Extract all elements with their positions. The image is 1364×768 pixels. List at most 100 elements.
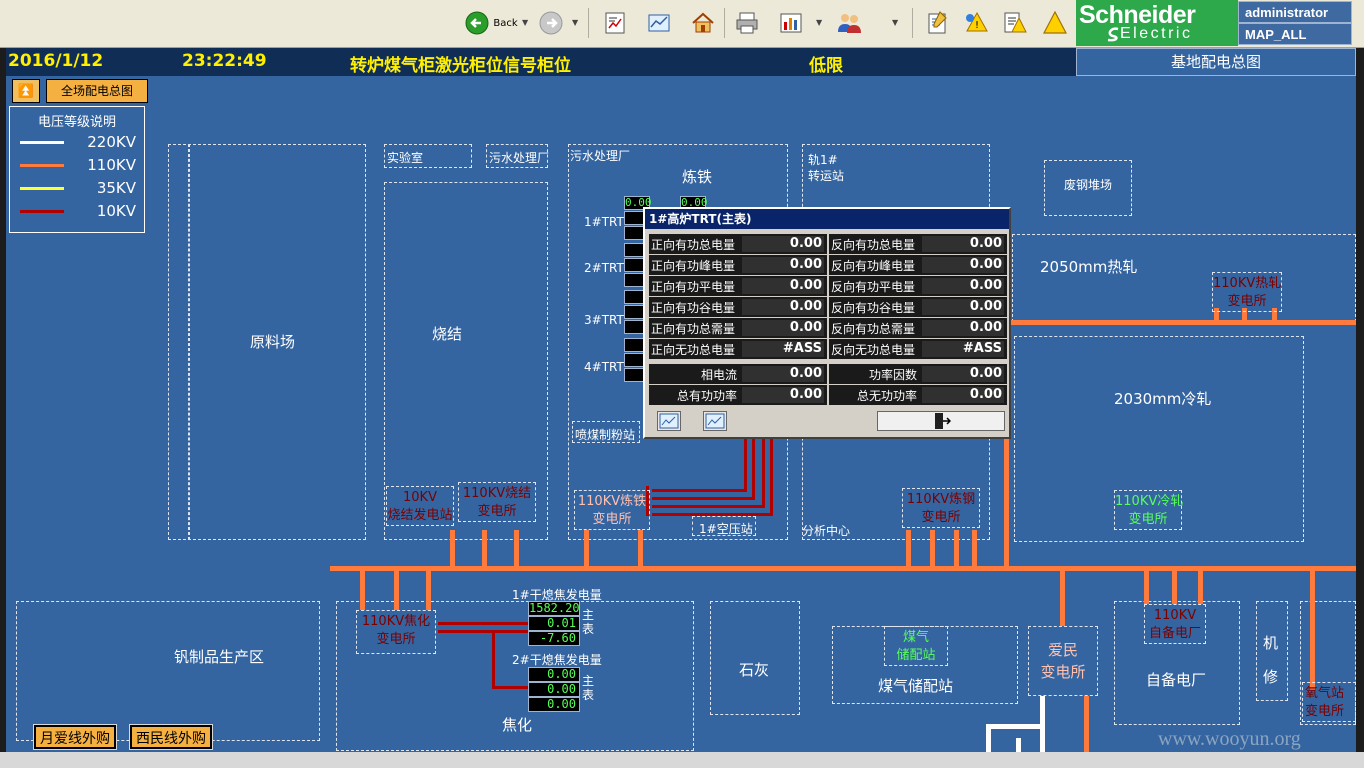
alarm-config-button[interactable]: ! [962,8,992,38]
alarm-list-button[interactable] [1000,8,1030,38]
printer-icon [736,12,758,34]
zone-oxygen[interactable] [1300,601,1356,725]
coke-dry-2-value: 0.00 [528,682,580,697]
close-popup-button[interactable] [877,411,1005,431]
feeder-10kv [646,486,649,516]
feeder-line [1272,308,1277,324]
feeder-line [1144,570,1149,604]
substation-sinter-110kv[interactable]: 110KV烧结 变电所 [458,482,536,522]
reading-cell: 反向无功总电量#ASS [829,339,1007,359]
zone-scrap-yard[interactable] [1044,160,1132,216]
popup-button-bar [645,405,1009,437]
navigate-up-button[interactable]: ⏫ [12,79,40,103]
ximin-line-button[interactable]: 西民线外购 [129,724,213,750]
zone-vanadium[interactable] [16,601,320,741]
history-view-button[interactable] [703,411,727,431]
bar-report-button[interactable] [776,8,806,38]
zone-label-hot-roll: 2050mm热轧 [1040,258,1138,276]
home-button[interactable] [688,8,718,38]
zone-lab[interactable] [384,144,472,168]
schneider-logo: Schneider Electric [1076,0,1238,46]
substation-sinter-gen[interactable]: 10KV 烧结发电站 [386,486,454,526]
substation-cold-110kv[interactable]: 110KV冷轧 变电所 [1114,490,1183,530]
back-button[interactable]: Back [460,8,522,38]
zone-hot-roll[interactable] [1012,234,1356,322]
notes-button[interactable] [922,8,952,38]
back-arrow-icon [465,11,489,35]
substation-power-110kv[interactable]: 110KV 自备电厂 [1144,604,1206,644]
reading-value: 0.00 [922,257,1004,273]
trend-button[interactable] [644,8,674,38]
trt-label: 2#TRT [584,261,624,275]
horizontal-scrollbar[interactable] [0,752,1364,768]
all-plant-button[interactable]: 全场配电总图 [46,79,148,103]
zone-label-sewage-2: 污水处理厂 [570,149,631,163]
zone-power-plant[interactable] [1114,601,1240,725]
forward-dropdown-icon[interactable]: ▼ [572,18,579,27]
page-title: 基地配电总图 [1076,48,1356,76]
feeder-10kv [438,622,530,625]
alarm-date: 2016/1/12 [8,51,104,71]
reading-value: 0.00 [742,387,824,403]
feeder-line [584,530,589,570]
coke-dry-1-value: 1582.20 [528,601,580,616]
logo-text-1: Schneider [1079,1,1196,29]
print-button[interactable] [732,8,762,38]
zone-air-compress[interactable] [692,516,756,536]
zone-coal-inject[interactable] [572,421,640,443]
feeder-10kv [652,505,765,508]
alarm-button[interactable] [1040,8,1070,38]
zone-label-mill-transfer: 轨1# 转运站 [808,153,845,183]
users-button[interactable] [834,8,864,38]
substation-oxygen[interactable]: 氧气站 变电所 [1302,682,1356,722]
zone-lime[interactable] [710,601,800,715]
trt-label: 3#TRT [584,313,624,327]
feeder-220kv [986,724,1044,729]
legend-label: 220KV [87,133,136,151]
substation-steel-110kv[interactable]: 110KV炼钢 变电所 [902,488,980,528]
zone-label-iron: 炼铁 [682,168,713,186]
zone-raw-material[interactable] [168,144,366,540]
feeder-line [482,530,487,570]
zone-sewage-1[interactable] [486,144,548,168]
zone-sinter[interactable] [384,182,548,540]
forward-button[interactable] [536,8,566,38]
home-icon [692,12,714,33]
reading-label: 正向有功平电量 [651,280,736,294]
users-dropdown-icon[interactable]: ▼ [892,18,899,27]
substation-hot-110kv[interactable]: 110KV热轧 变电所 [1212,272,1282,312]
feeder-220kv [1016,738,1021,752]
zone-label-analysis: 分析中心 [802,524,851,538]
zone-label-sinter: 烧结 [432,325,463,343]
reading-label: 正向无功总电量 [651,343,736,357]
substation-coking-110kv[interactable]: 110KV焦化 变电所 [356,610,436,654]
reading-label: 相电流 [700,368,737,382]
feeder-line [1084,696,1089,752]
zone-label-coal-inject: 喷煤制粉站 [575,428,636,442]
trend-view-button[interactable] [657,411,681,431]
reading-value: #ASS [742,341,824,357]
zone-coking[interactable] [336,601,694,751]
substation-aimin[interactable]: 爱民 变电所 [1028,626,1098,696]
alarm-time: 23:22:49 [182,51,267,71]
back-dropdown-icon[interactable]: ▼ [522,18,529,27]
substation-gas-storage[interactable]: 煤气 储配站 [884,626,948,666]
feeder-line [1242,308,1247,324]
reading-value: 0.00 [922,320,1004,336]
toolbar-separator [588,8,589,38]
bar-report-dropdown-icon[interactable]: ▼ [816,18,823,27]
zone-cold-roll[interactable] [1014,336,1304,542]
feeder-line [1214,308,1219,324]
zone-repair[interactable] [1256,601,1288,701]
reading-label: 反向有功谷电量 [831,301,916,315]
yueai-line-button[interactable]: 月爱线外购 [33,724,117,750]
substation-iron-110kv[interactable]: 110KV炼铁 变电所 [574,490,650,530]
feeder-line [1310,570,1315,690]
zone-label-lab: 实验室 [387,151,424,165]
report-button[interactable] [600,8,630,38]
